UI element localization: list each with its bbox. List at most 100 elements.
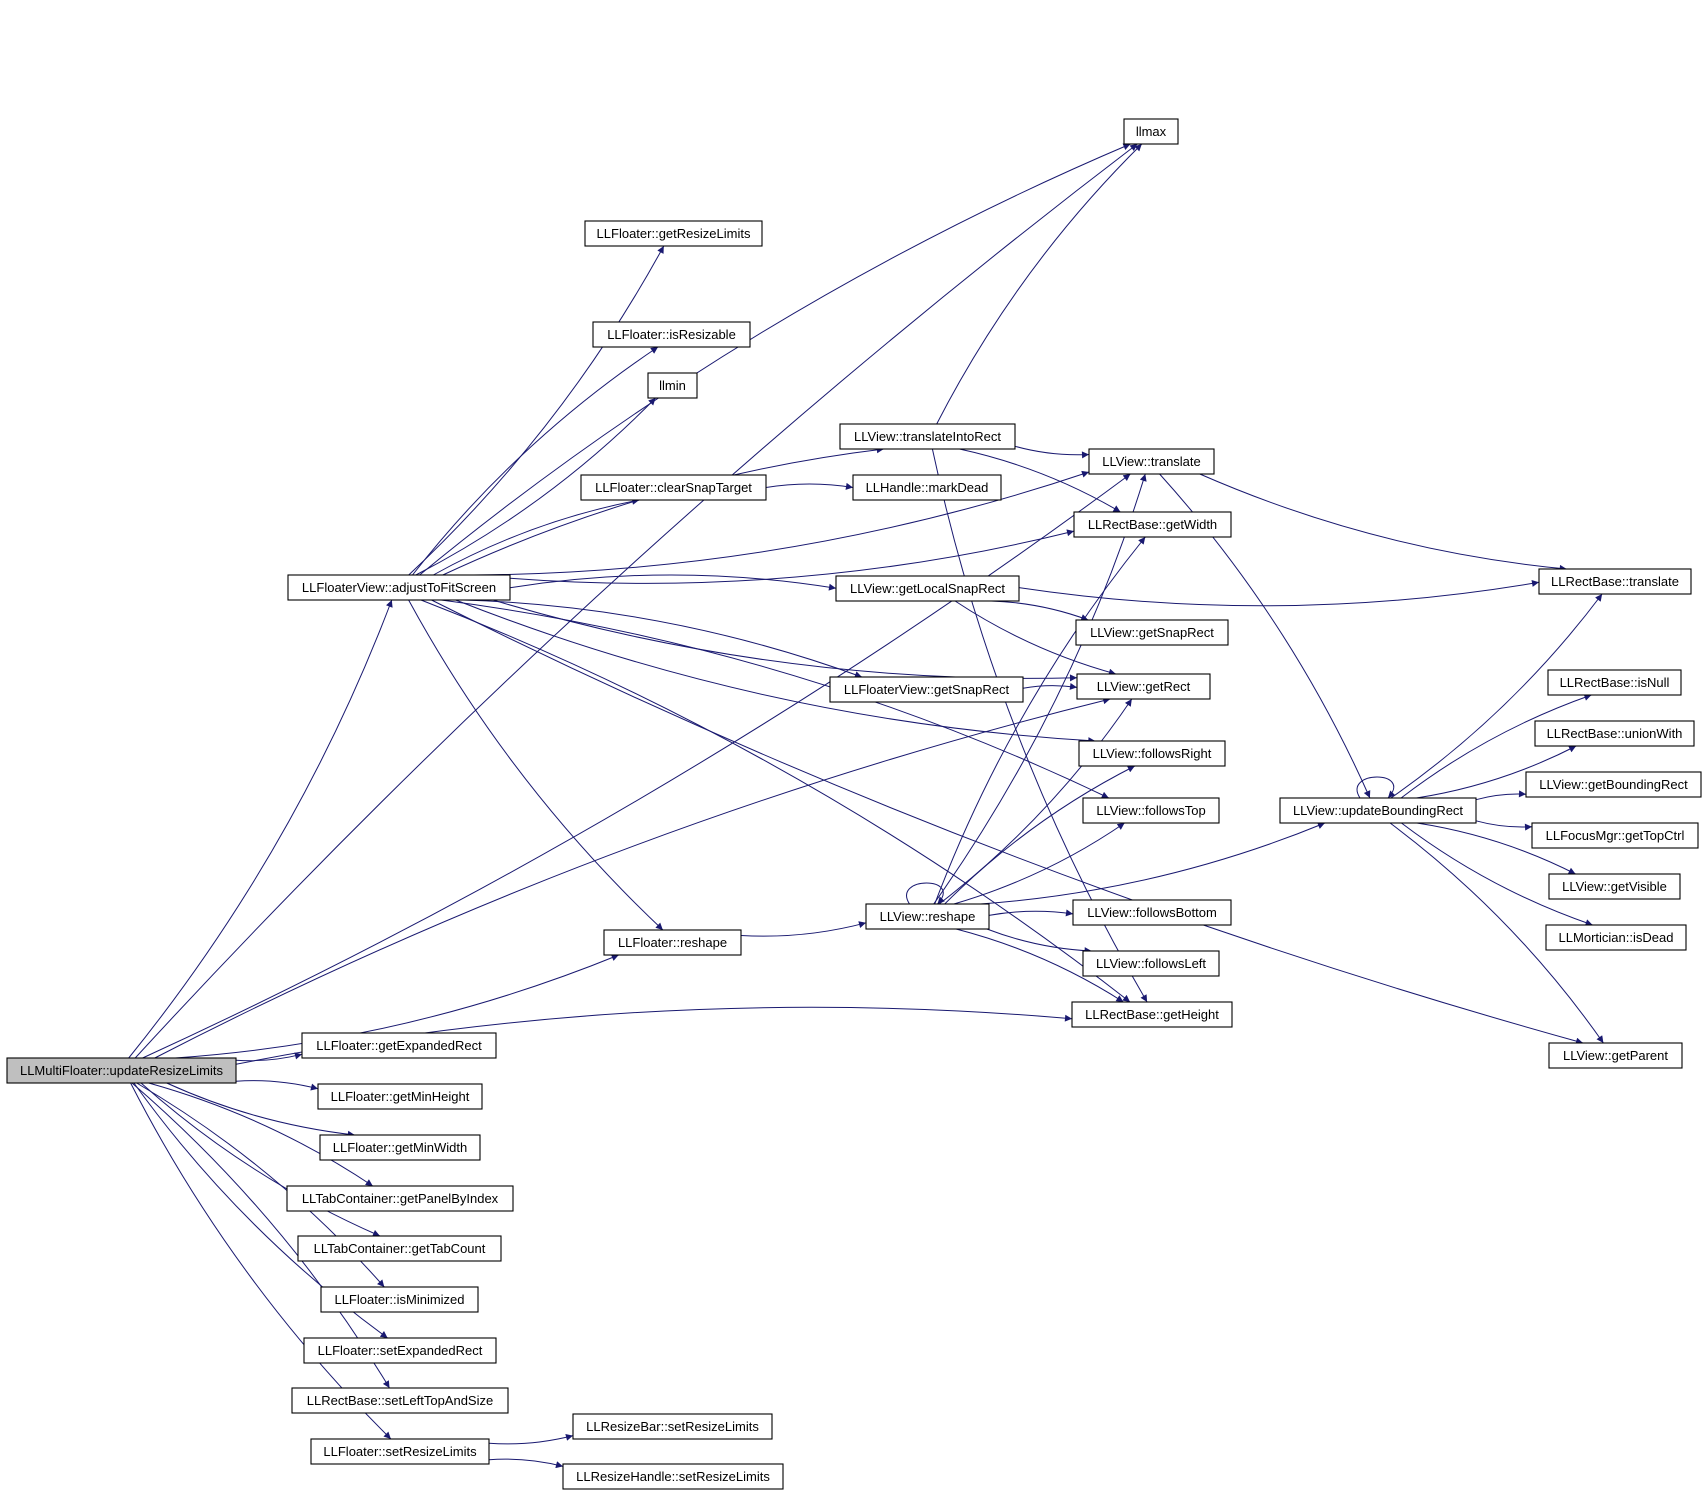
node-box <box>291 1387 509 1414</box>
node-llfloater-setresizelimits[interactable]: LLFloater::setResizeLimits <box>310 1438 490 1465</box>
node-box <box>592 321 751 348</box>
node-box <box>1547 669 1682 696</box>
node-box <box>829 676 1024 703</box>
node-llfloater-isminimized[interactable]: LLFloater::isMinimized <box>320 1286 479 1313</box>
node-label: LLView::followsBottom <box>1087 905 1217 920</box>
node-box <box>584 220 763 247</box>
node-box <box>1545 924 1687 951</box>
node-box <box>1123 118 1179 145</box>
node-llview-reshape[interactable]: LLView::reshape <box>865 903 990 930</box>
node-llmin[interactable]: llmin <box>647 372 698 399</box>
node-llview-getlocalsnaprect[interactable]: LLView::getLocalSnapRect <box>835 575 1020 602</box>
node-box <box>317 1083 483 1110</box>
node-llresizehandle-setresizelimits[interactable]: LLResizeHandle::setResizeLimits <box>562 1463 784 1490</box>
node-llview-followstop[interactable]: LLView::followsTop <box>1082 797 1220 824</box>
node-llrectbase-getwidth[interactable]: LLRectBase::getWidth <box>1073 511 1232 538</box>
node-llfocusmgr-gettopctrl[interactable]: LLFocusMgr::getTopCtrl <box>1531 822 1699 849</box>
node-llfloater-isresizable[interactable]: LLFloater::isResizable <box>592 321 751 348</box>
edge-updateBounding-to-isNull <box>1400 694 1592 799</box>
node-box <box>286 1185 514 1212</box>
node-box <box>835 575 1020 602</box>
node-label: LLView::translateIntoRect <box>854 429 1001 444</box>
node-box <box>297 1235 502 1262</box>
node-label: llmin <box>659 378 686 393</box>
node-llfloater-getexpandedrect[interactable]: LLFloater::getExpandedRect <box>301 1032 497 1059</box>
node-llview-updateboundingrect[interactable]: LLView::updateBoundingRect <box>1279 797 1477 824</box>
node-llview-getsnaprect[interactable]: LLView::getSnapRect <box>1075 619 1229 646</box>
node-label: LLFloater::clearSnapTarget <box>595 480 752 495</box>
node-label: LLView::followsLeft <box>1096 956 1206 971</box>
node-box <box>1088 448 1215 475</box>
edge-root-to-getMinHeight <box>235 1080 319 1091</box>
node-llview-getboundingrect[interactable]: LLView::getBoundingRect <box>1525 771 1702 798</box>
nodes-layer: LLMultiFloater::updateResizeLimitsLLFloa… <box>6 118 1702 1490</box>
edge-getLocalSnap-to-rectTranslate <box>1018 580 1540 607</box>
node-box <box>865 903 990 930</box>
node-llfloaterview-adjusttofitscreen[interactable]: LLFloaterView::adjustToFitScreen <box>287 574 511 601</box>
node-llrectbase-isnull[interactable]: LLRectBase::isNull <box>1547 669 1682 696</box>
node-label: LLRectBase::translate <box>1551 574 1679 589</box>
edge-reshape-to-followsRight <box>944 765 1136 905</box>
node-llmortician-isdead[interactable]: LLMortician::isDead <box>1545 924 1687 951</box>
node-llrectbase-getheight[interactable]: LLRectBase::getHeight <box>1071 1001 1233 1028</box>
edge-adjust-to-followsTop <box>441 599 1110 799</box>
node-llfloater-setexpandedrect[interactable]: LLFloater::setExpandedRect <box>303 1337 497 1364</box>
node-box <box>1075 619 1229 646</box>
node-llmultifloater-updateresizelimits[interactable]: LLMultiFloater::updateResizeLimits <box>6 1057 237 1084</box>
node-label: LLFloater::getMinWidth <box>333 1140 467 1155</box>
node-llview-getvisible[interactable]: LLView::getVisible <box>1548 873 1681 900</box>
node-llfloater-clearsnaptarget[interactable]: LLFloater::clearSnapTarget <box>580 474 767 501</box>
node-label: LLView::getLocalSnapRect <box>850 581 1005 596</box>
node-llhandle-markdead[interactable]: LLHandle::markDead <box>852 474 1002 501</box>
node-llfloater-getminheight[interactable]: LLFloater::getMinHeight <box>317 1083 483 1110</box>
edge-root-to-llmax <box>134 143 1138 1059</box>
node-box <box>1525 771 1702 798</box>
edge-setResizeLimits-to-resizeBar <box>488 1433 574 1445</box>
edge-updateBounding-to-updateBounding <box>1356 776 1396 799</box>
node-lltabcontainer-getpanelbyindex[interactable]: LLTabContainer::getPanelByIndex <box>286 1185 514 1212</box>
node-llview-getrect[interactable]: LLView::getRect <box>1076 673 1211 700</box>
node-label: LLView::getParent <box>1563 1048 1668 1063</box>
node-box <box>6 1057 237 1084</box>
node-label: LLRectBase::setLeftTopAndSize <box>307 1393 493 1408</box>
node-llview-translate[interactable]: LLView::translate <box>1088 448 1215 475</box>
node-box <box>1076 673 1211 700</box>
node-llview-followsbottom[interactable]: LLView::followsBottom <box>1072 899 1232 926</box>
node-box <box>1548 1042 1683 1069</box>
edge-reshape-to-followsLeft <box>986 928 1092 955</box>
node-box <box>1078 740 1226 767</box>
edge-reshape-to-reshape <box>906 882 945 905</box>
node-llrectbase-translate[interactable]: LLRectBase::translate <box>1538 568 1692 595</box>
node-llfloaterview-getsnaprect[interactable]: LLFloaterView::getSnapRect <box>829 676 1024 703</box>
edge-adjust-to-getWidth <box>509 529 1075 584</box>
node-box <box>287 574 511 601</box>
node-label: LLFocusMgr::getTopCtrl <box>1546 828 1685 843</box>
node-llrectbase-setlefttopandsize[interactable]: LLRectBase::setLeftTopAndSize <box>291 1387 509 1414</box>
node-box <box>647 372 698 399</box>
node-box <box>562 1463 784 1490</box>
node-llmax[interactable]: llmax <box>1123 118 1179 145</box>
node-label: LLMortician::isDead <box>1559 930 1674 945</box>
node-llview-followsright[interactable]: LLView::followsRight <box>1078 740 1226 767</box>
edge-clearSnap-to-markDead <box>765 482 854 490</box>
edge-root-to-viewTranslate <box>142 473 1131 1059</box>
node-llfloater-getresizelimits[interactable]: LLFloater::getResizeLimits <box>584 220 763 247</box>
edge-setResizeLimits-to-resizeHandle <box>488 1458 564 1469</box>
edge-root-to-getExpanded <box>235 1052 303 1062</box>
node-box <box>1071 1001 1233 1028</box>
node-llview-getparent[interactable]: LLView::getParent <box>1548 1042 1683 1069</box>
node-label: LLView::getVisible <box>1562 879 1667 894</box>
node-llrectbase-unionwith[interactable]: LLRectBase::unionWith <box>1534 720 1695 747</box>
node-llfloater-reshape[interactable]: LLFloater::reshape <box>603 929 742 956</box>
node-lltabcontainer-gettabcount[interactable]: LLTabContainer::getTabCount <box>297 1235 502 1262</box>
edge-adjust-to-getParent <box>431 599 1584 1045</box>
node-label: LLFloater::isMinimized <box>334 1292 464 1307</box>
node-llview-followsleft[interactable]: LLView::followsLeft <box>1082 950 1220 977</box>
node-llresizebar-setresizelimits[interactable]: LLResizeBar::setResizeLimits <box>572 1413 773 1440</box>
edge-updateBounding-to-rectTranslate <box>1390 593 1603 799</box>
edge-translateIntoRect-to-getHeight <box>931 448 1148 1003</box>
node-llfloater-getminwidth[interactable]: LLFloater::getMinWidth <box>319 1134 481 1161</box>
node-label: LLView::getBoundingRect <box>1539 777 1688 792</box>
node-llview-translateintorect[interactable]: LLView::translateIntoRect <box>839 423 1016 450</box>
